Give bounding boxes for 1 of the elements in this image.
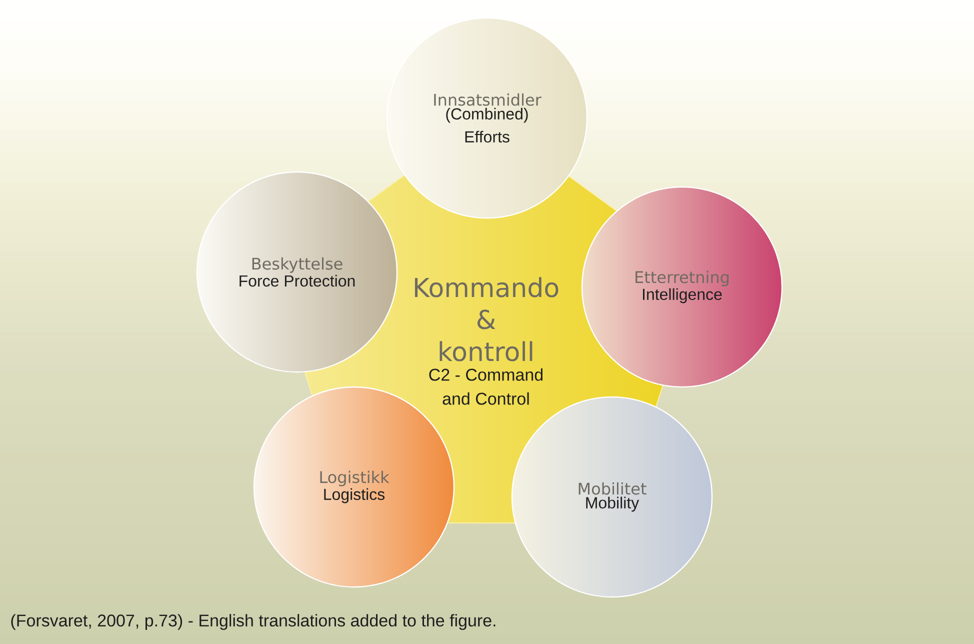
caption: (Forsvaret, 2007, p.73) - English translations added to the figure. <box>11 614 496 630</box>
